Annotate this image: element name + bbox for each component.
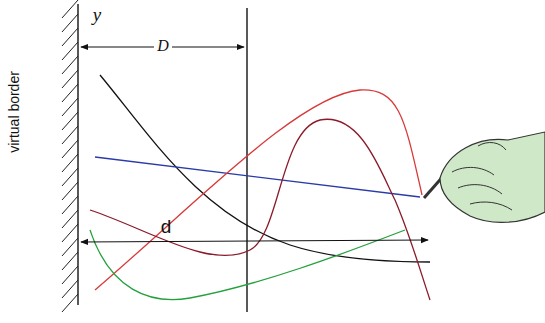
wall-hatch: [62, 0, 78, 312]
hatch-mark: [62, 294, 78, 312]
distance-arrow: [81, 240, 428, 242]
hatch-mark: [62, 14, 78, 32]
hatch-mark: [62, 70, 78, 88]
dimension-label: D: [154, 38, 172, 54]
hand-with-pen: [424, 132, 545, 222]
hatch-mark: [62, 196, 78, 214]
hatch-mark: [62, 42, 78, 60]
hatch-mark: [62, 168, 78, 186]
hatch-mark: [62, 252, 78, 270]
virtual-wall: [77, 4, 79, 305]
distance-label: d: [161, 217, 172, 236]
trajectory-curve: [95, 157, 420, 197]
hatch-mark: [62, 112, 78, 130]
hatch-mark: [62, 140, 78, 158]
trajectory-curve: [95, 90, 422, 290]
hatch-mark: [62, 28, 78, 46]
hatch-mark: [62, 98, 78, 116]
hatch-mark: [62, 84, 78, 102]
reference-line: [246, 8, 248, 312]
axis-label: y: [93, 5, 101, 24]
hatch-mark: [62, 224, 78, 242]
hatch-mark: [62, 280, 78, 298]
hatch-mark: [62, 210, 78, 228]
hatch-mark: [62, 238, 78, 256]
hatch-mark: [62, 266, 78, 284]
hatch-mark: [62, 126, 78, 144]
hatch-mark: [62, 56, 78, 74]
trajectory-curve: [90, 119, 430, 300]
hatch-mark: [62, 0, 78, 18]
hatch-mark: [62, 154, 78, 172]
wall-label: virtual border: [7, 71, 21, 153]
hatch-mark: [62, 182, 78, 200]
